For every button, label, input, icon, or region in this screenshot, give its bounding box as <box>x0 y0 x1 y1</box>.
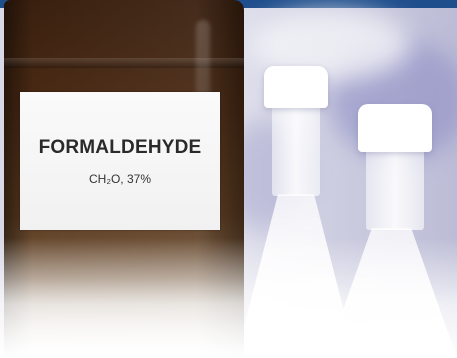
bottle-shoulder <box>4 58 244 68</box>
bottom-white-fade <box>0 238 457 358</box>
flask-neck <box>272 106 320 196</box>
bottle-label: FORMALDEHYDE CH₂O, 37% <box>20 92 220 230</box>
flask-neck <box>366 150 424 230</box>
flask-stopper <box>264 66 328 108</box>
flask-stopper <box>358 104 432 152</box>
label-chemical-name: FORMALDEHYDE <box>38 137 202 158</box>
label-formula: CH₂O, 37% <box>88 172 151 186</box>
